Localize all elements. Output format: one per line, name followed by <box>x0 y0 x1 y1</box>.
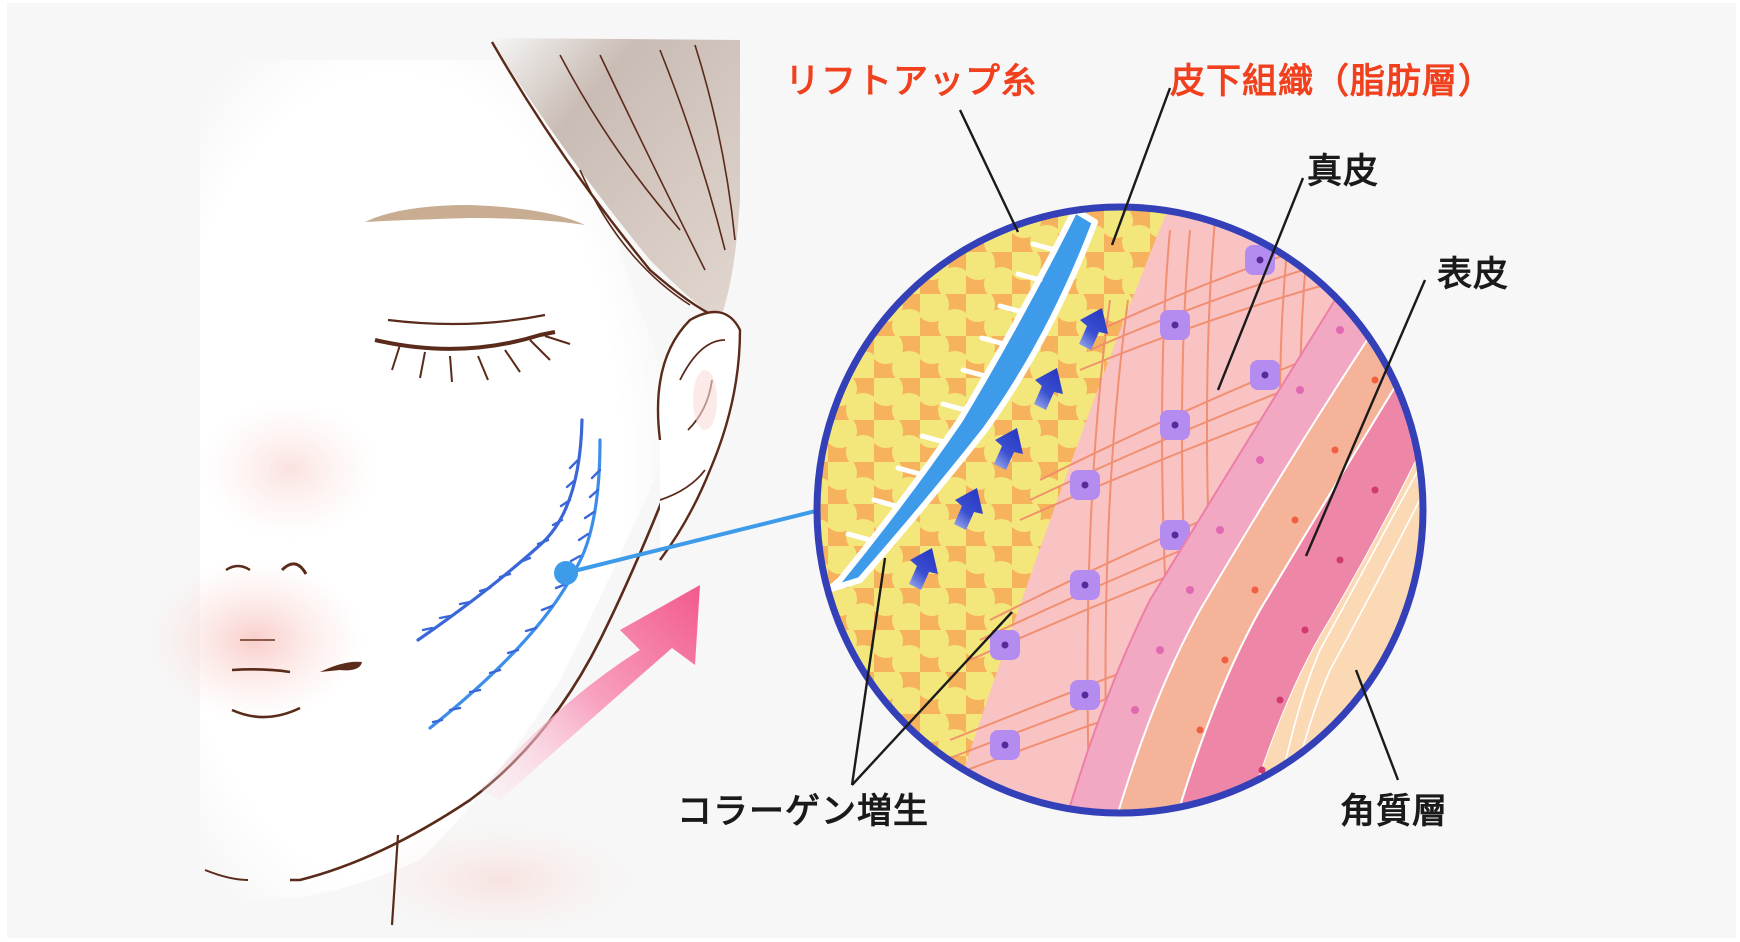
lift-arrow <box>480 585 700 800</box>
skin-cross-section <box>818 208 1422 812</box>
illustration <box>145 38 1427 938</box>
diagram-frame: リフトアップ糸 皮下組織（脂肪層） 真皮 表皮 コラーゲン増生 角質層 <box>7 3 1736 938</box>
label-stratum-corneum: 角質層 <box>1340 792 1449 832</box>
label-subcutaneous-tissue: 皮下組織（脂肪層） <box>1170 62 1495 102</box>
label-collagen-growth: コラーゲン増生 <box>677 792 930 832</box>
label-lift-thread: リフトアップ糸 <box>785 62 1038 102</box>
label-dermis: 真皮 <box>1307 152 1380 192</box>
face-illustration <box>145 38 742 938</box>
magnifier-border <box>813 203 1427 817</box>
leader-lines <box>850 87 1427 786</box>
label-epidermis: 表皮 <box>1437 255 1510 295</box>
lift-threads <box>416 418 862 730</box>
